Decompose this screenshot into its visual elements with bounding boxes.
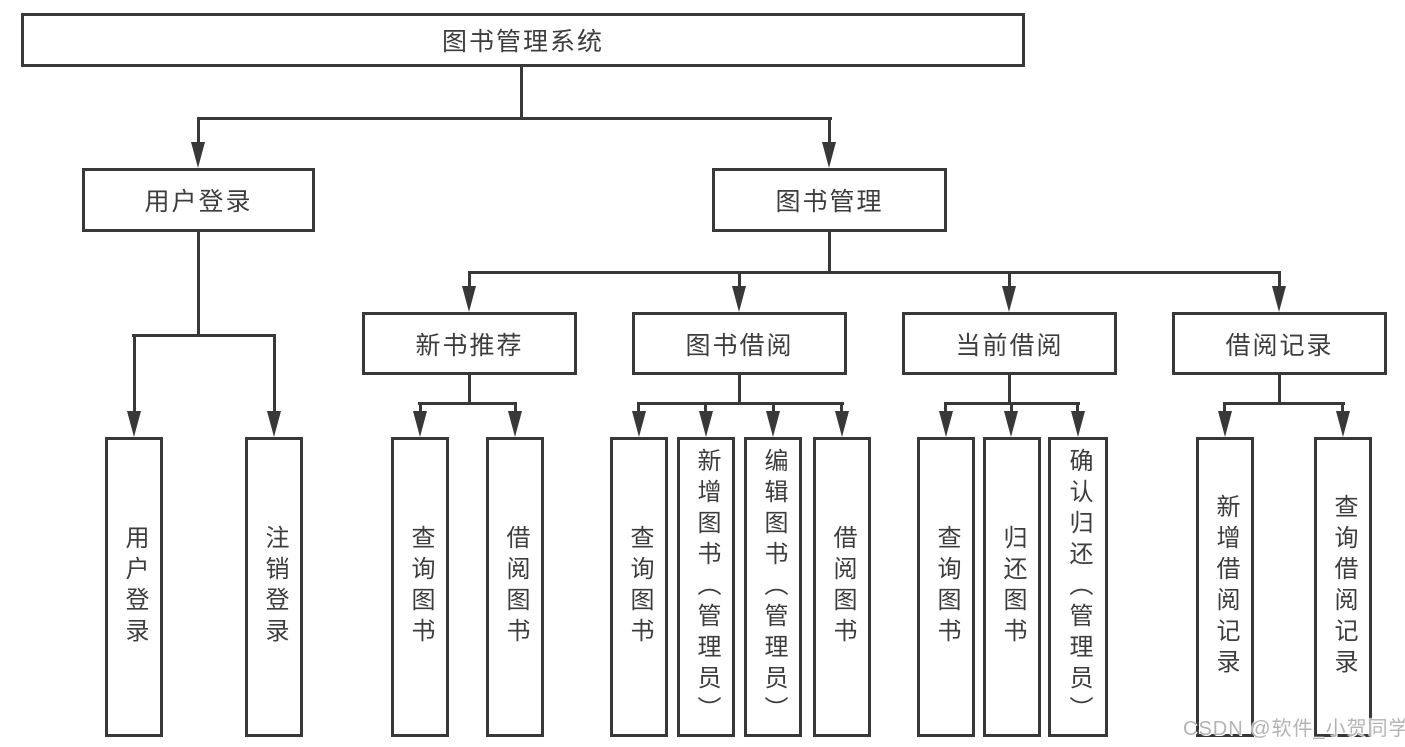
connector-line xyxy=(197,117,200,145)
connector-line xyxy=(1076,402,1079,415)
node-current-borrow: 当前借阅 xyxy=(902,312,1117,375)
leaf-logout: 注销登录 xyxy=(245,437,303,737)
connector-line xyxy=(419,402,422,415)
leaf-query-books-recommend: 查询图书 xyxy=(391,437,449,737)
node-root: 图书管理系统 xyxy=(21,13,1025,67)
connector-line xyxy=(772,402,775,415)
leaf-borrow-books: 借阅图书 xyxy=(813,437,871,737)
arrow-down-icon xyxy=(632,411,646,437)
connector-line xyxy=(273,334,276,415)
arrow-down-icon xyxy=(1004,411,1018,437)
connector-line xyxy=(1223,402,1345,405)
leaf-confirm-return-admin: 确认归还（管理员） xyxy=(1048,437,1108,737)
node-user-login: 用户登录 xyxy=(82,168,315,232)
connector-line xyxy=(828,231,831,274)
leaf-query-books-current: 查询图书 xyxy=(917,437,975,737)
arrow-down-icon xyxy=(1002,286,1016,312)
leaf-user-login: 用户登录 xyxy=(105,437,163,737)
connector-line xyxy=(1010,402,1013,415)
connector-line xyxy=(514,402,517,415)
arrow-down-icon xyxy=(1272,286,1286,312)
connector-line xyxy=(1008,271,1011,291)
connector-line xyxy=(738,271,741,291)
leaf-add-borrow-record: 新增借阅记录 xyxy=(1196,437,1254,737)
arrow-down-icon xyxy=(822,142,836,168)
arrow-down-icon xyxy=(1218,411,1232,437)
connector-line xyxy=(1341,402,1344,415)
node-book-management: 图书管理 xyxy=(712,168,947,232)
arrow-down-icon xyxy=(766,411,780,437)
leaf-return-book: 归还图书 xyxy=(983,437,1041,737)
leaf-query-borrow-record: 查询借阅记录 xyxy=(1314,437,1372,737)
arrow-down-icon xyxy=(1071,411,1085,437)
arrow-down-icon xyxy=(835,411,849,437)
connector-line xyxy=(1278,373,1281,405)
connector-line xyxy=(828,117,831,145)
connector-line xyxy=(197,117,832,120)
leaf-borrow-books-recommend: 借阅图书 xyxy=(486,437,544,737)
connector-line xyxy=(637,402,844,405)
connector-line xyxy=(468,373,471,405)
connector-line xyxy=(418,402,517,405)
node-borrow-records: 借阅记录 xyxy=(1172,312,1387,375)
connector-line xyxy=(1278,271,1281,291)
connector-line xyxy=(704,402,707,415)
connector-line xyxy=(133,334,136,415)
connector-line xyxy=(197,231,200,337)
leaf-query-books-borrow: 查询图书 xyxy=(610,437,668,737)
arrow-down-icon xyxy=(413,411,427,437)
connector-line xyxy=(468,271,471,291)
arrow-down-icon xyxy=(127,411,141,437)
connector-line xyxy=(840,402,843,415)
arrow-down-icon xyxy=(508,411,522,437)
connector-line xyxy=(738,373,741,405)
connector-line xyxy=(944,402,947,415)
node-book-borrow: 图书借阅 xyxy=(632,312,847,375)
connector-line xyxy=(637,402,640,415)
arrow-down-icon xyxy=(191,142,205,168)
arrow-down-icon xyxy=(939,411,953,437)
node-new-book-recommend: 新书推荐 xyxy=(362,312,577,375)
arrow-down-icon xyxy=(462,286,476,312)
connector-line xyxy=(468,271,1281,274)
arrow-down-icon xyxy=(699,411,713,437)
connector-line xyxy=(1223,402,1226,415)
leaf-edit-book-admin: 编辑图书（管理员） xyxy=(744,437,802,737)
connector-line xyxy=(1008,373,1011,405)
leaf-add-book-admin: 新增图书（管理员） xyxy=(677,437,735,737)
arrow-down-icon xyxy=(732,286,746,312)
arrow-down-icon xyxy=(267,411,281,437)
connector-line xyxy=(132,334,276,337)
watermark-text: CSDN @软件_小贺同学 xyxy=(1183,718,1405,740)
connector-line xyxy=(520,66,523,119)
arrow-down-icon xyxy=(1336,411,1350,437)
